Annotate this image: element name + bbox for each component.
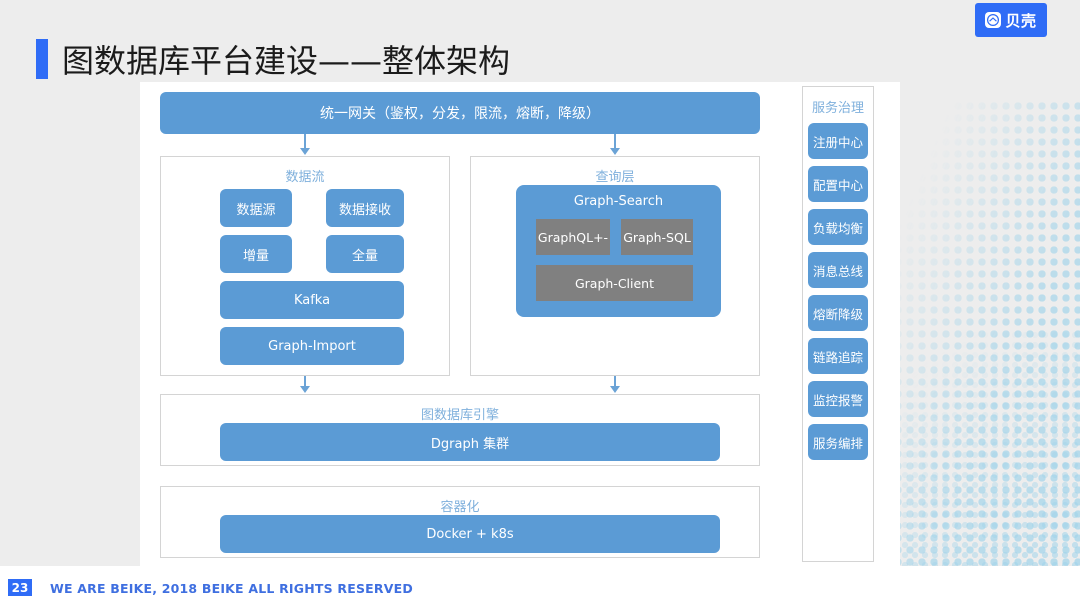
arrow-gateway-dataflow (300, 148, 310, 155)
arrow-dataflow-engine (300, 386, 310, 393)
box-kafka: Kafka (220, 281, 404, 319)
halftone-dot-decoration-top (880, 100, 1080, 570)
sidebar-item-load-balance[interactable]: 负载均衡 (808, 209, 868, 245)
panel-graph-engine: 图数据库引擎 Dgraph 集群 (160, 394, 760, 466)
sidebar-item-tracing[interactable]: 链路追踪 (808, 338, 868, 374)
copyright-text: WE ARE BEIKE, 2018 BEIKE ALL RIGHTS RESE… (50, 581, 413, 596)
connector-dataflow-engine (304, 376, 306, 387)
architecture-diagram: 统一网关（鉴权，分发，限流，熔断，降级） 数据流 数据源 数据接收 增量 全量 … (140, 82, 900, 566)
footer: 23 WE ARE BEIKE, 2018 BEIKE ALL RIGHTS R… (0, 566, 1080, 608)
group-graph-search: Graph-Search GraphQL+- Graph-SQL Graph-C… (516, 185, 721, 317)
box-graph-client: Graph-Client (536, 265, 693, 301)
graph-search-label: Graph-Search (573, 194, 664, 209)
logo-text: 贝壳 (1005, 11, 1037, 30)
box-docker-k8s: Docker + k8s (220, 515, 720, 553)
shell-house-icon (985, 12, 1002, 28)
arrow-gateway-query (610, 148, 620, 155)
box-graph-sql: Graph-SQL (621, 219, 693, 255)
box-full-amount: 全量 (326, 235, 404, 273)
connector-gateway-dataflow (304, 134, 306, 149)
box-incremental: 增量 (220, 235, 292, 273)
title-accent-bar (36, 39, 48, 79)
gateway-box: 统一网关（鉴权，分发，限流，熔断，降级） (160, 92, 760, 134)
box-graphql-pm: GraphQL+- (536, 219, 610, 255)
panel-engine-title: 图数据库引擎 (420, 408, 499, 423)
sidebar-item-orchestration[interactable]: 服务编排 (808, 424, 868, 460)
title-text: 图数据库平台建设——整体架构 (62, 42, 511, 80)
panel-query-title: 查询层 (595, 170, 635, 185)
page-number-badge: 23 (8, 579, 32, 596)
beike-logo: 贝壳 (975, 3, 1047, 37)
box-dgraph-cluster: Dgraph 集群 (220, 423, 720, 461)
box-graph-import: Graph-Import (220, 327, 404, 365)
panel-containerization: 容器化 Docker + k8s (160, 486, 760, 558)
panel-dataflow-title: 数据流 (285, 170, 325, 185)
sidebar-item-monitoring[interactable]: 监控报警 (808, 381, 868, 417)
sidebar-item-config[interactable]: 配置中心 (808, 166, 868, 202)
box-data-source: 数据源 (220, 189, 292, 227)
connector-gateway-query (614, 134, 616, 149)
panel-container-title: 容器化 (440, 500, 480, 515)
sidebar-title: 服务治理 (811, 101, 864, 116)
panel-query-layer: 查询层 Graph-Search GraphQL+- Graph-SQL Gra… (470, 156, 760, 376)
arrow-query-engine (610, 386, 620, 393)
panel-dataflow: 数据流 数据源 数据接收 增量 全量 Kafka Graph-Import (160, 156, 450, 376)
page-title: 图数据库平台建设——整体架构 (36, 36, 510, 82)
box-data-receive: 数据接收 (326, 189, 404, 227)
sidebar-item-registry[interactable]: 注册中心 (808, 123, 868, 159)
connector-query-engine (614, 376, 616, 387)
sidebar-item-circuit-breaker[interactable]: 熔断降级 (808, 295, 868, 331)
sidebar-item-message-bus[interactable]: 消息总线 (808, 252, 868, 288)
panel-service-governance: 服务治理 注册中心 配置中心 负载均衡 消息总线 熔断降级 链路追踪 监控报警 … (802, 86, 874, 562)
